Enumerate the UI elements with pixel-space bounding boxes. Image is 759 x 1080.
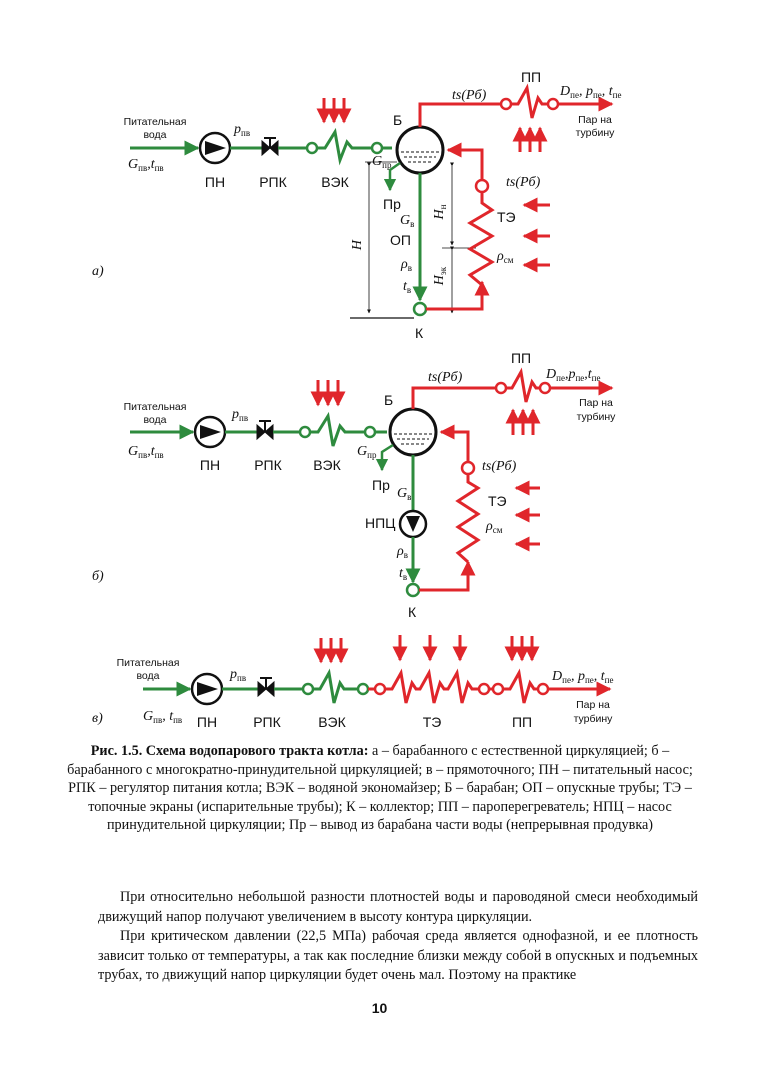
feed-flow-label: Gпв, tпв	[143, 709, 182, 725]
page-number: 10	[371, 1000, 388, 1016]
sat-temp-label-riser: ts(Pб)	[482, 459, 517, 474]
drum-label: Б	[384, 392, 393, 408]
feed-pressure-label: pпв	[229, 667, 246, 683]
down-flow-label: Gв	[397, 486, 411, 502]
paragraph-1: При относительно небольшой разности плот…	[98, 889, 698, 925]
mix-density-label: ρсм	[485, 519, 503, 535]
steam-params-label: Dпе, pпе, tпе	[559, 84, 621, 100]
caption-title: Рис. 1.5. Схема водопарового тракта котл…	[90, 743, 369, 759]
superheater-icon	[511, 83, 548, 119]
temp-label: tв	[399, 566, 407, 582]
caption-text: а – барабанного с естественной циркуляци…	[67, 743, 693, 834]
height-total-label: H	[350, 239, 365, 251]
turbine-label-2: турбину	[576, 127, 616, 139]
feed-valve-icon	[261, 137, 279, 157]
feed-flow-label: Gпв,tпв	[128, 157, 164, 173]
feed-pump-label: ПН	[200, 457, 220, 473]
drum-label: Б	[393, 112, 402, 128]
feed-pump-label: ПН	[197, 714, 217, 730]
screens-icon	[455, 474, 481, 564]
superheater-icon	[503, 668, 538, 704]
blowdown-flow-label: Gпр	[357, 444, 377, 460]
sat-temp-label: ts(Pб)	[428, 370, 463, 385]
feed-valve-icon	[256, 420, 274, 441]
circulation-pump-label: НПЦ	[365, 515, 396, 531]
variant-b-label: б)	[92, 569, 104, 584]
valve-label: РПК	[259, 174, 287, 190]
boiler-schemes-figure: Питательная вода Gпв,tпв ПН pпв РПК ВЭК …	[92, 69, 621, 730]
feed-water-label: Питательная	[117, 657, 180, 669]
feed-water-label-2: вода	[143, 414, 166, 426]
drum-icon	[395, 125, 445, 175]
temp-label: tв	[403, 279, 411, 295]
turbine-label: Пар на	[579, 397, 613, 409]
superheater-label: ПП	[512, 714, 532, 730]
valve-label: РПК	[254, 457, 282, 473]
economizer-icon	[317, 127, 372, 166]
sat-temp-label: ts(Pб)	[452, 88, 487, 103]
figure-caption: Рис. 1.5. Схема водопарового тракта котл…	[60, 742, 700, 835]
screens-label: ТЭ	[497, 209, 516, 225]
superheater-icon	[506, 367, 540, 403]
scheme-c: Питательная вода Gпв, tпв ПН pпв РПК ВЭК…	[92, 635, 613, 730]
feed-pressure-label: pпв	[233, 122, 250, 138]
drum-icon	[388, 407, 438, 457]
collector-icon	[412, 301, 428, 317]
height-upper-label: Hн	[432, 204, 448, 220]
feed-water-label: Питательная	[124, 116, 187, 128]
scheme-a: Питательная вода Gпв,tпв ПН pпв РПК ВЭК …	[92, 69, 621, 341]
blowdown-label: Пр	[383, 196, 401, 212]
collector-icon	[405, 582, 421, 598]
superheater-label: ПП	[521, 69, 541, 85]
feed-flow-label: Gпв,tпв	[128, 444, 164, 460]
variant-a-label: а)	[92, 264, 104, 279]
turbine-label: Пар на	[578, 114, 612, 126]
screens-icon	[467, 192, 495, 287]
feed-water-label-2: вода	[143, 129, 166, 141]
screens-icon	[385, 668, 479, 704]
screens-label: ТЭ	[423, 714, 442, 730]
steam-params-label: Dпе,pпе,tпе	[545, 367, 600, 383]
steam-params-label: Dпе, pпе, tпе	[551, 669, 613, 685]
economizer-label: ВЭК	[318, 714, 346, 730]
density-label: ρв	[396, 544, 408, 560]
downcomer-label: ОП	[390, 232, 411, 248]
economizer-label: ВЭК	[321, 174, 349, 190]
turbine-label: Пар на	[576, 699, 610, 711]
feed-valve-icon	[257, 677, 275, 698]
down-flow-label: Gв	[400, 213, 414, 229]
density-label: ρв	[400, 257, 412, 273]
turbine-label-2: турбину	[577, 411, 617, 423]
economizer-icon	[313, 668, 358, 704]
paragraph-2: При критическом давлении (22,5 МПа) рабо…	[98, 928, 698, 984]
sat-temp-label-riser: ts(Pб)	[506, 175, 541, 190]
collector-label: К	[408, 604, 417, 620]
blowdown-flow-label: Gпр	[372, 154, 392, 170]
feed-pressure-label: pпв	[231, 407, 248, 423]
height-lower-label: Hэк	[432, 266, 448, 286]
economizer-label: ВЭК	[313, 457, 341, 473]
feed-pump-label: ПН	[205, 174, 225, 190]
screens-label: ТЭ	[488, 493, 507, 509]
valve-label: РПК	[253, 714, 281, 730]
blowdown-label: Пр	[372, 477, 390, 493]
feed-water-label: Питательная	[124, 401, 187, 413]
economizer-icon	[310, 411, 365, 447]
body-text: При относительно небольшой разности плот…	[98, 888, 698, 986]
variant-c-label: в)	[92, 711, 103, 726]
collector-label: К	[415, 325, 424, 341]
superheater-label: ПП	[511, 350, 531, 366]
feed-water-label-2: вода	[136, 670, 159, 682]
turbine-label-2: турбину	[574, 713, 614, 725]
mix-density-label: ρсм	[496, 249, 514, 265]
scheme-b: Питательная вода Gпв,tпв ПН pпв РПК ВЭК …	[92, 350, 616, 620]
